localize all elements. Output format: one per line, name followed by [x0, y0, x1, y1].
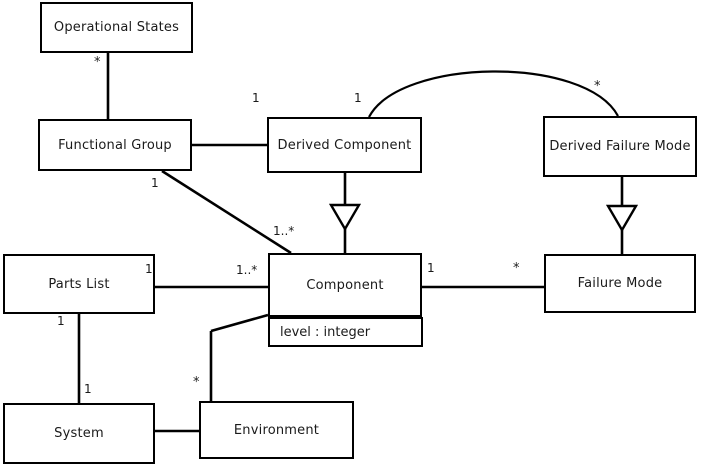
- multiplicity-component-to-environment: *: [193, 375, 200, 390]
- multiplicity-parts-list-to-system-target: 1: [84, 382, 92, 396]
- class-name-parts-list: Parts List: [48, 276, 110, 292]
- class-name-failure-mode: Failure Mode: [577, 276, 663, 291]
- multiplicity-functional-group-to-component-target: 1..*: [273, 224, 295, 238]
- multiplicity-component-to-failure-mode-source: 1: [427, 261, 435, 275]
- class-name-environment: Environment: [233, 422, 320, 438]
- class-name-derived-failure-mode: Derived Failure Mode: [549, 139, 691, 154]
- class-box-parts-list[interactable]: Parts List: [3, 254, 155, 314]
- class-name-component: Component: [306, 277, 384, 293]
- multiplicity-parts-list-to-system-source: 1: [57, 314, 65, 328]
- connector-functional-group-component: [161, 169, 292, 255]
- class-name-functional-group: Functional Group: [58, 137, 172, 153]
- class-box-failure-mode[interactable]: Failure Mode: [544, 254, 696, 313]
- class-box-derived-component[interactable]: Derived Component: [267, 117, 422, 173]
- multiplicity-functional-group-to-component-source: 1: [151, 176, 159, 190]
- multiplicity-functional-group-to-derived-component: 1: [252, 91, 260, 105]
- class-box-component[interactable]: Component: [268, 253, 422, 317]
- multiplicity-parts-list-to-component-target: 1..*: [236, 263, 258, 277]
- generalization-triangle-component: [328, 203, 362, 232]
- class-name-derived-component: Derived Component: [277, 137, 412, 153]
- class-box-functional-group[interactable]: Functional Group: [38, 119, 192, 171]
- multiplicity-op-states-to-functional-group: *: [94, 55, 101, 70]
- class-box-environment[interactable]: Environment: [199, 401, 354, 459]
- generalization-triangle-failure-mode: [605, 204, 639, 233]
- class-box-derived-failure-mode[interactable]: Derived Failure Mode: [543, 116, 697, 177]
- class-box-system[interactable]: System: [3, 403, 155, 464]
- class-name-operational-states: Operational States: [53, 20, 180, 35]
- connector-derived-component-derived-failure-mode: [368, 70, 619, 118]
- connector-component-environment-diagonal: [210, 313, 269, 333]
- multiplicity-derived-component-arc-start: 1: [354, 91, 362, 105]
- multiplicity-derived-failure-mode-arc-end: *: [594, 79, 601, 94]
- multiplicity-parts-list-to-component-source: 1: [145, 262, 153, 276]
- multiplicity-component-to-failure-mode-target: *: [513, 261, 520, 276]
- class-name-system: System: [54, 426, 104, 441]
- class-attributes-component: level : integer: [268, 317, 423, 347]
- attribute-level-integer: level : integer: [280, 324, 371, 340]
- class-box-operational-states[interactable]: Operational States: [40, 2, 193, 53]
